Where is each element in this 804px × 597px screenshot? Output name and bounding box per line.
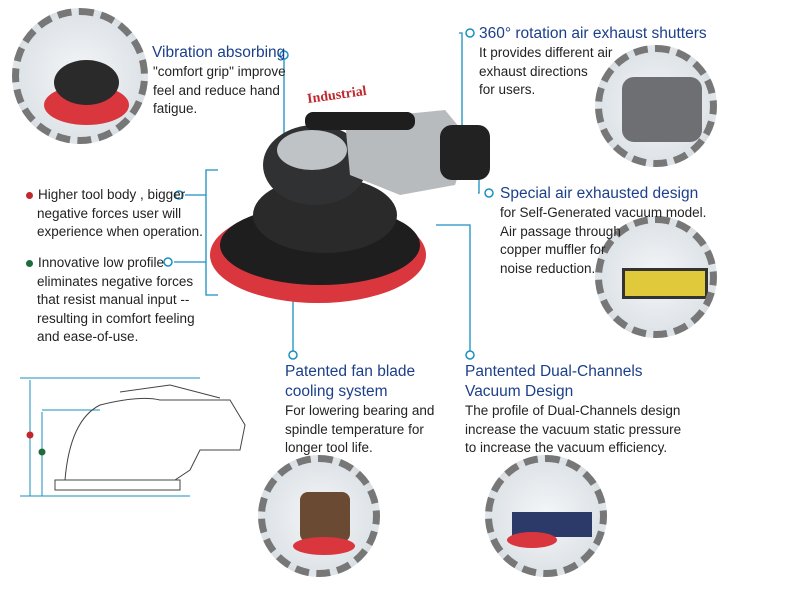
vibration-description: "comfort grip" improve feel and reduce h…	[153, 64, 286, 116]
rotation-title: 360° rotation air exhaust shutters	[479, 25, 707, 42]
exhaust-shutter-photo	[595, 45, 717, 167]
higher-body-note: Higher tool body , bigger negative force…	[26, 186, 203, 242]
fan-blade-description: For lowering bearing and spindle tempera…	[285, 403, 435, 455]
fan-blade-title: Patented fan blade cooling system	[285, 363, 416, 400]
dual-channel-description: The profile of Dual-Channels design incr…	[465, 403, 682, 455]
red-bullet	[26, 191, 33, 199]
muffler-photo	[595, 216, 717, 338]
fan-blade-photo	[258, 455, 380, 577]
sander-illustration	[210, 110, 490, 303]
comfort-grip-photo	[12, 8, 148, 144]
dual-channel-photo	[485, 455, 607, 577]
vibration-title: Vibration absorbing	[152, 44, 286, 61]
side-profile-diagram	[20, 377, 246, 497]
dual-channel-title: Pantented Dual-Channels Vacuum Design	[465, 363, 643, 400]
special-air-description: for Self-Generated vacuum model. Air pas…	[500, 205, 707, 276]
special-air-title: Special air exhausted design	[500, 185, 699, 202]
green-bullet	[26, 259, 33, 267]
low-profile-note: Innovative low profile eliminates negati…	[26, 254, 195, 347]
rotation-description: It provides different air exhaust direct…	[479, 45, 613, 97]
